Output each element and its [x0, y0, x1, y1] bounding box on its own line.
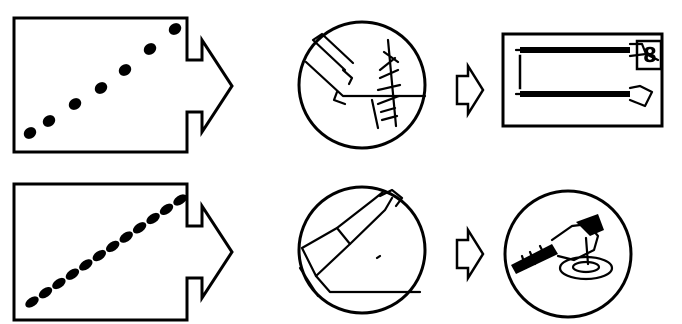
- row-1-scraping-detail-icon: [299, 22, 425, 148]
- sealant-bead: [50, 276, 67, 292]
- sealant-bead: [64, 266, 81, 282]
- sealant-dot: [67, 96, 84, 112]
- row-1-dotted-panel: [14, 18, 232, 152]
- row-2-small-arrow-icon: [457, 230, 483, 278]
- row-2-bead-line: [23, 192, 188, 310]
- sealant-dot: [117, 62, 134, 78]
- sealant-bead: [131, 220, 148, 236]
- sealant-bead: [77, 257, 94, 273]
- row-2-smoothing-detail-icon: [299, 187, 425, 313]
- sealant-dot: [167, 21, 184, 37]
- sealant-dot: [93, 80, 110, 96]
- sealant-dot: [41, 113, 58, 129]
- sealant-bead: [158, 201, 175, 217]
- row-1: 8: [14, 18, 662, 152]
- sealant-bead: [23, 294, 40, 310]
- row-1-marker-label: 8: [643, 43, 657, 67]
- row-2-bead-panel: [14, 184, 232, 320]
- row-1-sealant-gun-icon: 8: [503, 34, 662, 126]
- sealant-bead: [91, 248, 108, 264]
- sealant-bead: [37, 285, 54, 301]
- sealant-bead: [117, 229, 134, 245]
- row-1-dot-line: [22, 21, 184, 141]
- sealant-bead: [144, 211, 161, 227]
- row-1-small-arrow-icon: [457, 66, 483, 114]
- row-2-nozzle-cut-icon: [505, 191, 631, 317]
- row-2: [14, 184, 631, 320]
- sealant-dot: [22, 125, 39, 141]
- sealant-dot: [142, 41, 159, 57]
- sealant-bead: [104, 238, 121, 254]
